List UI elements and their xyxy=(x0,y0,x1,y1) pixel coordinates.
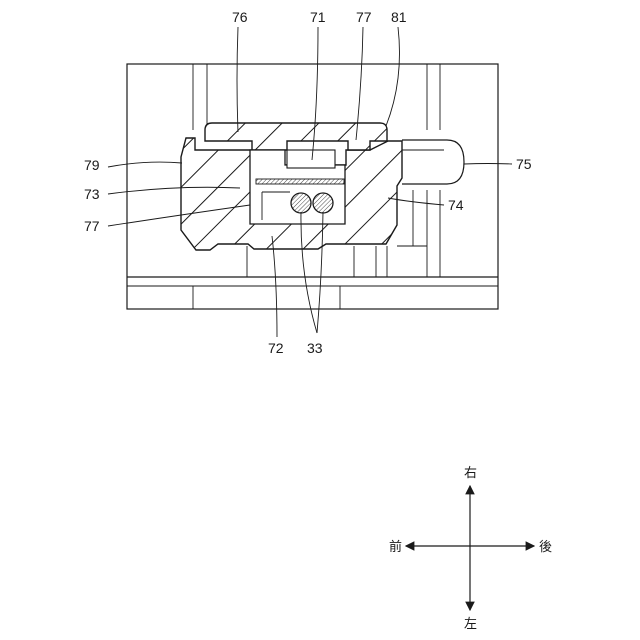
label-73: 73 xyxy=(84,186,100,202)
label-74: 74 xyxy=(448,197,464,213)
label-72: 72 xyxy=(268,340,284,356)
component-71 xyxy=(287,150,335,168)
label-75: 75 xyxy=(516,156,532,172)
cover-76 xyxy=(205,123,387,150)
label-71: 71 xyxy=(310,9,326,25)
label-79: 79 xyxy=(84,157,100,173)
label-33: 33 xyxy=(307,340,323,356)
direction-compass: 右 左 前 後 xyxy=(389,466,552,632)
plate xyxy=(256,179,344,184)
label-77-top: 77 xyxy=(356,9,372,25)
compass-left-label: 前 xyxy=(389,539,402,555)
label-81: 81 xyxy=(391,9,407,25)
compass-down-label: 左 xyxy=(464,617,477,632)
label-77-left: 77 xyxy=(84,218,100,234)
tab-75 xyxy=(402,140,464,184)
compass-up-label: 右 xyxy=(464,466,477,481)
label-76: 76 xyxy=(232,9,248,25)
compass-right-label: 後 xyxy=(539,540,552,555)
